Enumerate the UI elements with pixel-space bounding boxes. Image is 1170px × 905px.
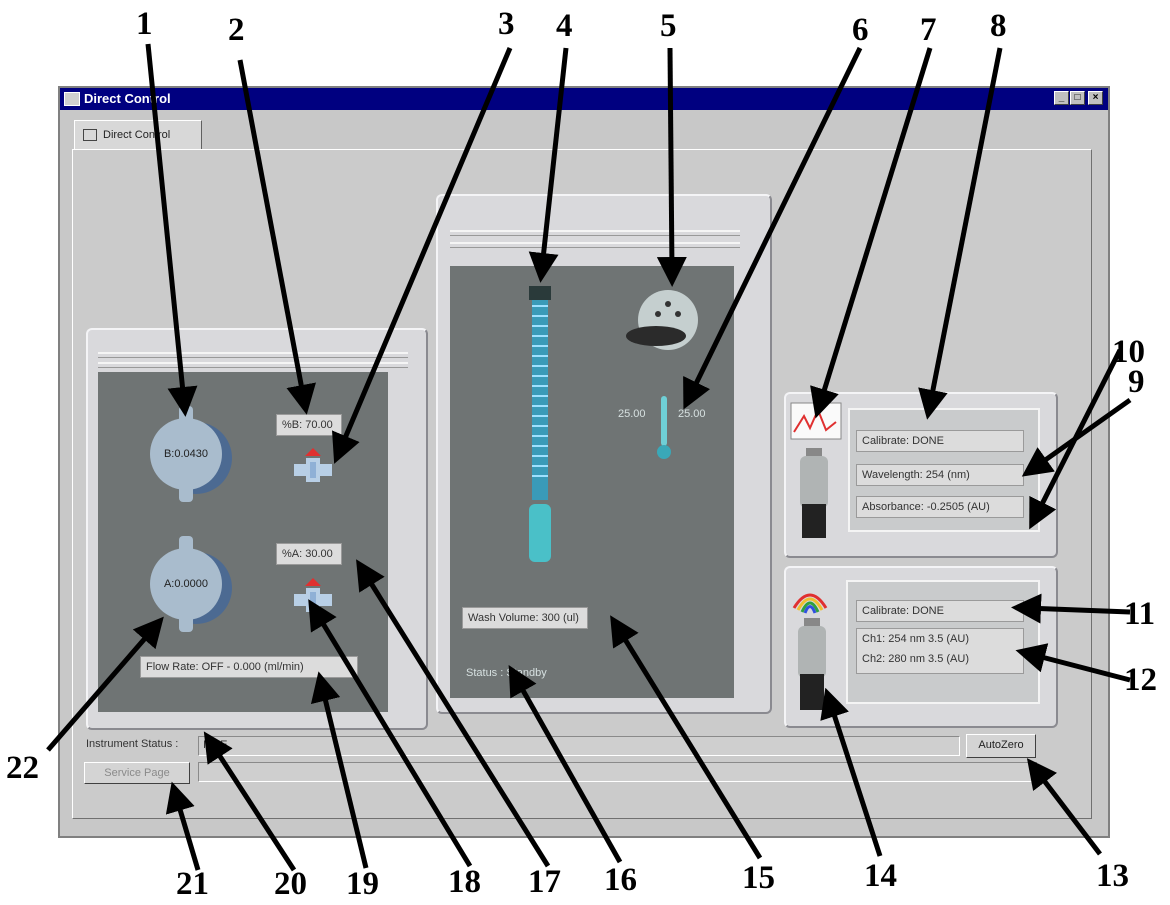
callout-label: 6	[852, 12, 869, 48]
wavelength-field[interactable]: Wavelength: 254 (nm)	[856, 464, 1024, 486]
callout-label: 10	[1112, 334, 1145, 370]
callout-label: 9	[1128, 364, 1145, 400]
rainbow-icon	[792, 593, 828, 614]
pda-calibrate-field: Calibrate: DONE	[856, 600, 1024, 622]
callout-label: 2	[228, 12, 245, 48]
pump-knob	[179, 484, 193, 502]
divider	[450, 230, 740, 236]
callout-label: 11	[1124, 596, 1156, 632]
channel-readout[interactable]: Ch1: 254 nm 3.5 (AU) Ch2: 280 nm 3.5 (AU…	[856, 628, 1024, 674]
tab-direct-control[interactable]: Direct Control	[74, 120, 202, 150]
temp-setpoint-left: 25.00	[618, 408, 646, 420]
column-icon	[529, 286, 551, 562]
pump-b-icon[interactable]: B:0.0430	[150, 406, 222, 502]
divider	[98, 352, 408, 358]
close-button[interactable]: ×	[1088, 91, 1103, 105]
callout-label: 13	[1096, 858, 1129, 894]
uv-calibrate-field: Calibrate: DONE	[856, 430, 1024, 452]
callout-label: 18	[448, 864, 481, 900]
callout-label: 1	[136, 6, 153, 42]
ch1-value: Ch1: 254 nm 3.5 (AU)	[862, 633, 969, 645]
tab-label: Direct Control	[103, 129, 171, 141]
grid-icon	[83, 129, 97, 141]
injector-valve-icon[interactable]	[624, 288, 704, 368]
absorbance-field: Absorbance: -0.2505 (AU)	[856, 496, 1024, 518]
callout-label: 21	[176, 866, 209, 902]
instrument-status-label: Instrument Status :	[86, 738, 179, 750]
callout-label: 3	[498, 6, 515, 42]
wash-volume-field[interactable]: Wash Volume: 300 (ul)	[462, 607, 588, 629]
callout-label: 7	[920, 12, 937, 48]
window-title: Direct Control	[84, 91, 171, 106]
callout-label: 4	[556, 8, 573, 44]
pump-a-value: A:0.0000	[163, 578, 209, 590]
callout-label: 12	[1124, 662, 1157, 698]
callout-label: 17	[528, 864, 561, 900]
ch2-value: Ch2: 280 nm 3.5 (AU)	[862, 653, 969, 665]
uv-lamp-icon	[800, 448, 828, 538]
callout-label: 22	[6, 750, 39, 786]
callout-label: 14	[864, 858, 897, 894]
callout-label: 16	[604, 862, 637, 898]
temp-actual-right: 25.00	[678, 408, 706, 420]
divider	[450, 242, 740, 248]
minimize-button[interactable]: _	[1054, 91, 1069, 105]
mixing-valve-b-icon[interactable]	[290, 446, 336, 492]
percent-b-field[interactable]: %B: 70.00	[276, 414, 342, 436]
callout-label: 15	[742, 860, 775, 896]
thermometer-icon	[657, 396, 671, 459]
callout-label: 19	[346, 866, 379, 902]
callout-label: 20	[274, 866, 307, 902]
percent-a-field[interactable]: %A: 30.00	[276, 543, 342, 565]
callout-label: 8	[990, 8, 1007, 44]
callout-label: 5	[660, 8, 677, 44]
pump-knob	[179, 536, 193, 554]
flow-rate-field[interactable]: Flow Rate: OFF - 0.000 (ml/min)	[140, 656, 358, 678]
service-page-button[interactable]: Service Page	[84, 762, 190, 784]
divider	[98, 362, 408, 368]
maximize-button[interactable]: □	[1070, 91, 1085, 105]
autozero-button[interactable]: AutoZero	[966, 734, 1036, 758]
title-bar[interactable]: Direct Control _ □ ×	[60, 88, 1108, 110]
pda-lamp-icon	[798, 618, 826, 710]
pump-a-icon[interactable]: A:0.0000	[150, 536, 222, 632]
app-icon	[64, 92, 80, 106]
pump-b-value: B:0.0430	[163, 448, 209, 460]
pump-knob	[179, 614, 193, 632]
